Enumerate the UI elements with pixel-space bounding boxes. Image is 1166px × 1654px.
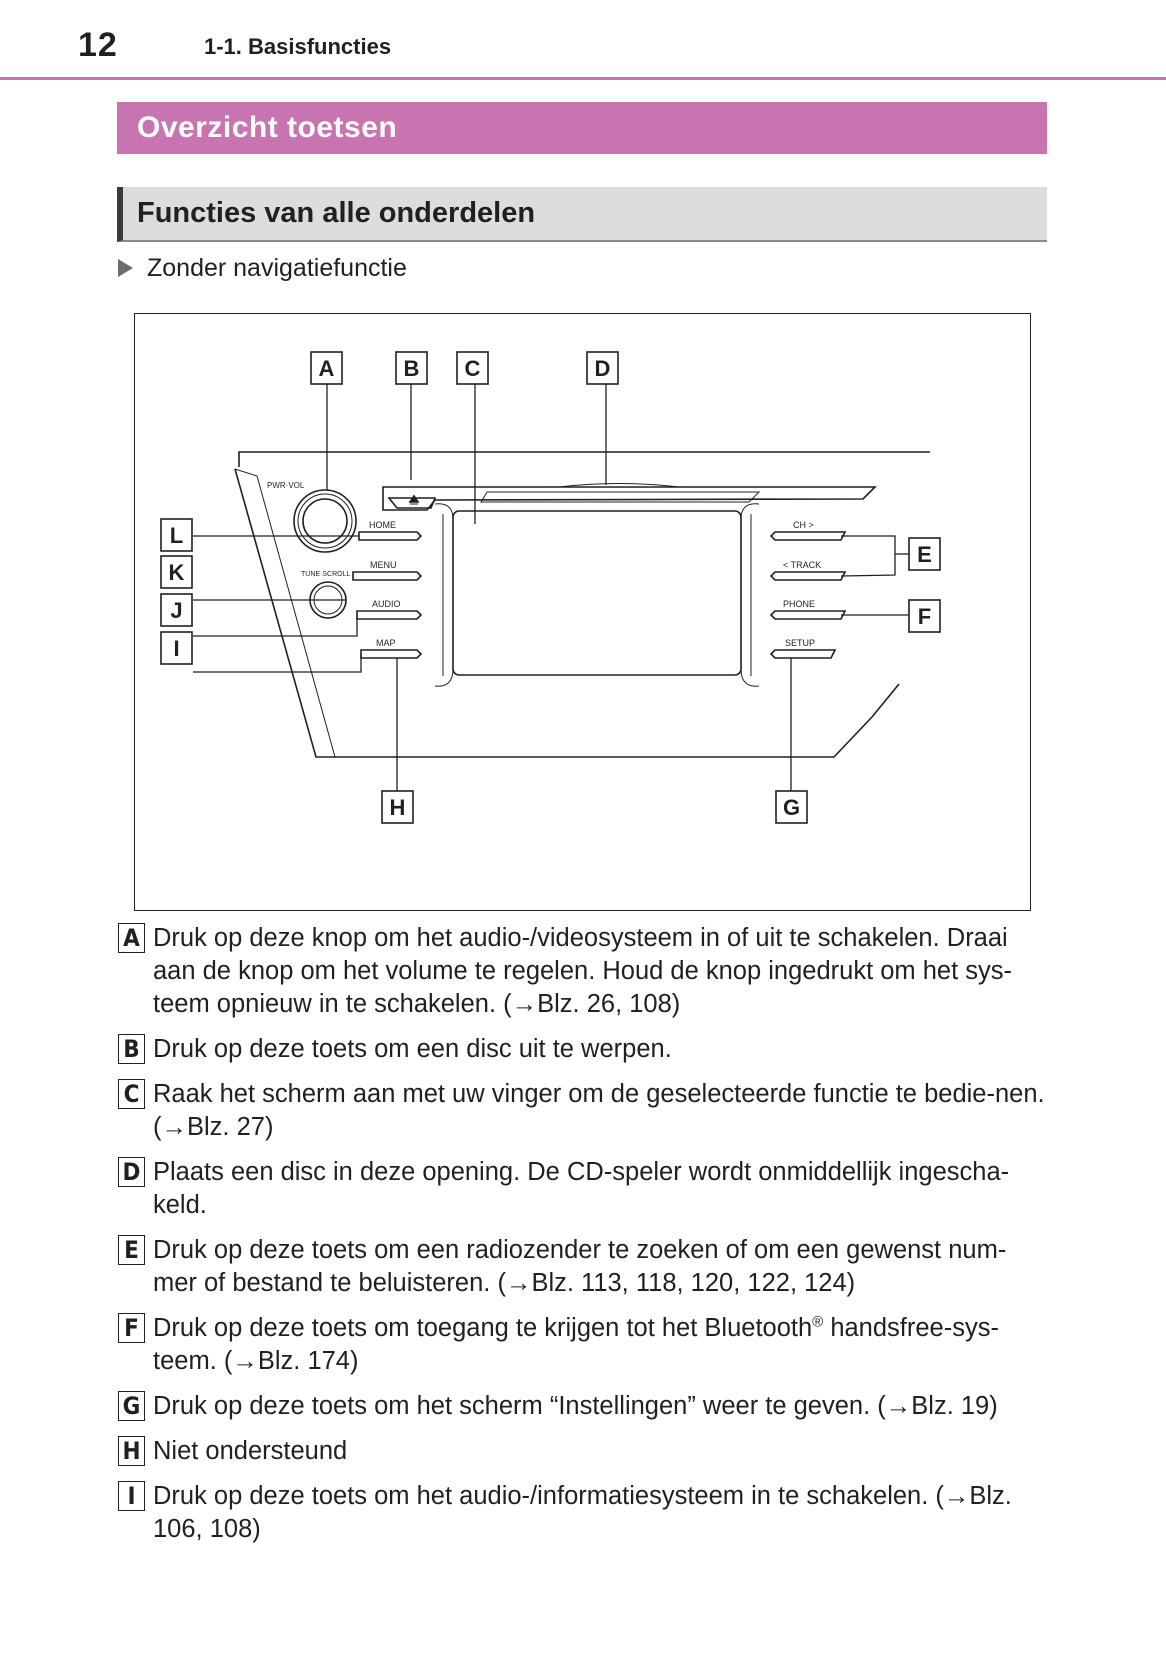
- map-label: MAP: [376, 638, 396, 648]
- touch-screen[interactable]: [434, 503, 760, 687]
- label-g: G: [783, 795, 800, 820]
- home-button[interactable]: HOME: [358, 520, 423, 541]
- console-outline: [234, 451, 930, 758]
- label-d: D: [595, 356, 611, 381]
- tune-scroll-label: TUNE·SCROLL: [301, 571, 351, 578]
- label-b: B: [404, 356, 420, 381]
- registered-mark: ®: [812, 1313, 824, 1331]
- callout-item: D Plaats een disc in deze opening. De CD…: [118, 1156, 1048, 1222]
- callout-item: F Druk op deze toets om toegang te krijg…: [118, 1312, 1048, 1378]
- callout-letter: B: [118, 1034, 145, 1064]
- head-unit-diagram: PWR·VOL TUNE·SCROLL HOME MENU: [160, 351, 941, 824]
- callout-item: I Druk op deze toets om het audio-/infor…: [118, 1480, 1048, 1546]
- triangle-bullet-icon: [118, 259, 133, 277]
- callout-letter: G: [118, 1391, 145, 1421]
- callout-letter: A: [118, 923, 145, 953]
- phone-label: PHONE: [783, 599, 815, 609]
- label-i: I: [173, 636, 179, 661]
- callout-text-part: handsfree-sys-teem. (→Blz. 174): [153, 1314, 999, 1375]
- label-l: L: [170, 523, 183, 548]
- label-box-e: E: [908, 537, 941, 571]
- callout-item: H Niet ondersteund: [118, 1435, 1048, 1468]
- callout-text: Druk op deze toets om een disc uit te we…: [153, 1035, 672, 1063]
- phone-button[interactable]: PHONE: [769, 599, 847, 620]
- callout-item: A Druk op deze knop om het audio-/videos…: [118, 922, 1048, 1021]
- menu-button[interactable]: MENU: [352, 560, 423, 581]
- label-box-d: D: [586, 351, 619, 385]
- head-unit-figure: PWR·VOL TUNE·SCROLL HOME MENU: [134, 313, 1031, 911]
- label-box-h: H: [381, 790, 414, 824]
- callout-letter: F: [118, 1313, 145, 1343]
- audio-label: AUDIO: [372, 599, 401, 609]
- track-button[interactable]: < TRACK: [769, 560, 847, 581]
- callout-letter: C: [118, 1079, 145, 1109]
- page-title: Overzicht toetsen: [137, 111, 398, 144]
- tune-scroll-knob[interactable]: TUNE·SCROLL: [301, 571, 351, 619]
- callout-letter: H: [118, 1436, 145, 1466]
- page-number: 12: [78, 26, 118, 64]
- label-box-i: I: [160, 631, 193, 665]
- callout-list: A Druk op deze knop om het audio-/videos…: [118, 922, 1048, 1558]
- callout-letter: D: [118, 1157, 145, 1187]
- label-e: E: [917, 542, 932, 567]
- callout-item: B Druk op deze toets om een disc uit te …: [118, 1033, 1048, 1066]
- label-h: H: [390, 795, 406, 820]
- label-box-l: L: [160, 518, 193, 552]
- label-box-g: G: [775, 790, 808, 824]
- ch-button[interactable]: CH >: [769, 520, 847, 541]
- callout-text: Plaats een disc in deze opening. De CD-s…: [153, 1158, 1010, 1219]
- header-rule: [0, 77, 1166, 80]
- label-c: C: [465, 356, 481, 381]
- power-volume-knob[interactable]: PWR·VOL: [267, 481, 357, 553]
- map-button[interactable]: MAP: [360, 638, 423, 659]
- callout-letter: E: [118, 1235, 145, 1265]
- eject-button[interactable]: [387, 494, 437, 509]
- callout-text: Druk op deze toets om het scherm “Instel…: [153, 1392, 998, 1420]
- callout-text: Druk op deze toets om het audio-/informa…: [153, 1482, 1012, 1543]
- disc-slot: [382, 483, 877, 511]
- callout-item: E Druk op deze toets om een radiozender …: [118, 1234, 1048, 1300]
- callout-text: Druk op deze toets om toegang te krijgen…: [153, 1312, 1048, 1378]
- variant-label: Zonder navigatiefunctie: [147, 253, 407, 282]
- subtitle-bar: Functies van alle onderdelen: [117, 187, 1047, 242]
- callout-text: Druk op deze toets om een radiozender te…: [153, 1236, 1007, 1297]
- leader-lines: [193, 384, 909, 791]
- section-path: 1-1. Basisfuncties: [204, 34, 392, 59]
- menu-label: MENU: [370, 560, 397, 570]
- label-a: A: [319, 356, 335, 381]
- label-j: J: [170, 598, 182, 623]
- callout-text: Niet ondersteund: [153, 1437, 348, 1465]
- callout-item: G Druk op deze toets om het scherm “Inst…: [118, 1390, 1048, 1423]
- label-box-b: B: [395, 351, 428, 385]
- home-label: HOME: [369, 520, 396, 530]
- callout-item: C Raak het scherm aan met uw vinger om d…: [118, 1078, 1048, 1144]
- label-box-f: F: [908, 599, 941, 633]
- audio-button[interactable]: AUDIO: [356, 599, 423, 620]
- label-f: F: [918, 604, 931, 629]
- label-box-k: K: [160, 555, 193, 589]
- title-bar: Overzicht toetsen: [117, 102, 1047, 154]
- callout-text: Druk op deze knop om het audio-/videosys…: [153, 924, 1013, 1018]
- setup-label: SETUP: [785, 638, 815, 648]
- callout-text: Raak het scherm aan met uw vinger om de …: [153, 1080, 1045, 1141]
- variant-line: Zonder navigatiefunctie: [118, 252, 407, 284]
- pwr-vol-label: PWR·VOL: [267, 481, 305, 490]
- callout-text-part: Druk op deze toets om toegang te krijgen…: [153, 1314, 813, 1342]
- label-box-c: C: [456, 351, 489, 385]
- track-label: < TRACK: [783, 560, 821, 570]
- callout-letter: I: [118, 1481, 145, 1511]
- section-subtitle: Functies van alle onderdelen: [137, 197, 536, 229]
- ch-label: CH >: [793, 520, 814, 530]
- label-box-j: J: [160, 593, 193, 627]
- label-k: K: [169, 560, 185, 585]
- setup-button[interactable]: SETUP: [769, 638, 837, 659]
- label-box-a: A: [310, 351, 343, 385]
